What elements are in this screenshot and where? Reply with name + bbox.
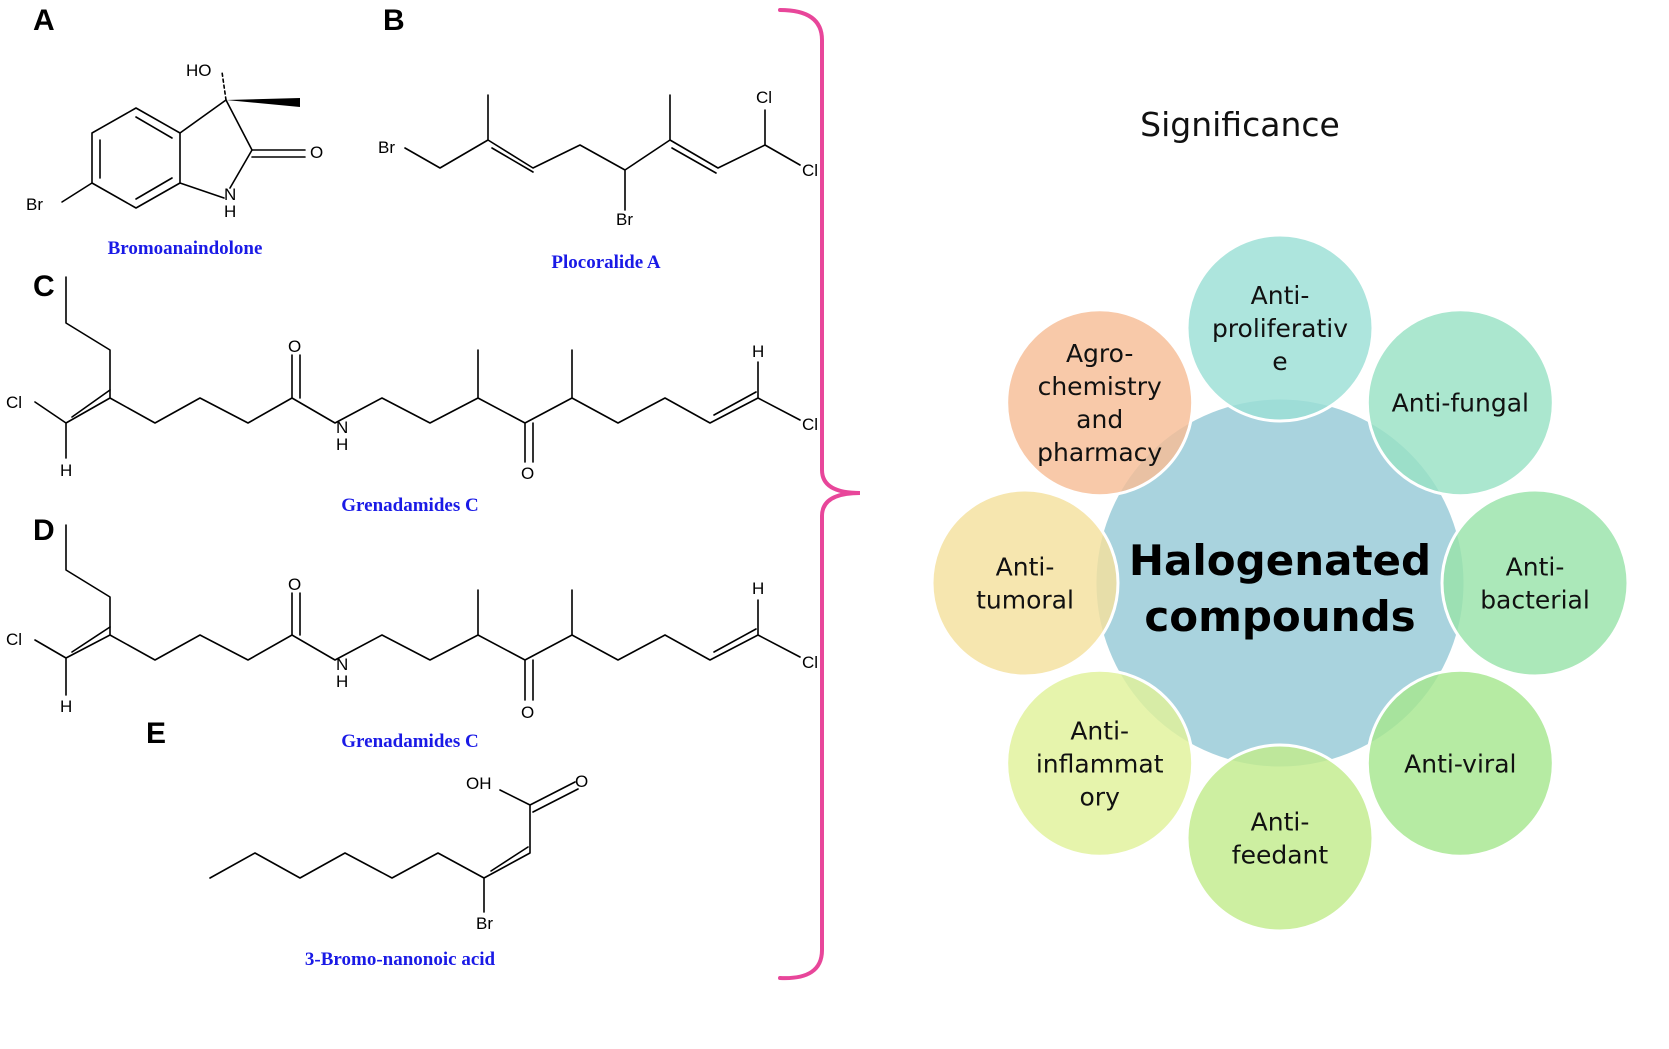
compound-name-c: Grenadamides C (341, 495, 478, 516)
atom-nh: H (336, 435, 348, 454)
significance-item-2: Anti-bacterial (1440, 488, 1630, 678)
center-label-line1: Halogenated (1129, 536, 1431, 585)
atom-br2: Br (616, 210, 633, 229)
significance-diagram: Anti-proliferativeAnti-fungalAnti-bacter… (930, 233, 1630, 933)
significance-label: bacterial (1480, 586, 1590, 615)
significance-item-6: Anti-tumoral (930, 488, 1120, 678)
significance-item-4: Anti-feedant (1185, 743, 1375, 933)
significance-circle (1005, 668, 1195, 858)
atom-oh: OH (466, 774, 492, 793)
significance-circle (1365, 308, 1555, 498)
atom-cl2: Cl (802, 415, 818, 434)
atom-h2: H (752, 342, 764, 361)
significance-label: Anti- (1070, 716, 1129, 745)
significance-label: Anti- (1251, 281, 1310, 310)
compound-name-a: Bromoanaindolone (108, 238, 263, 259)
atom-nh: H (336, 672, 348, 691)
wedge-bond (226, 98, 300, 107)
atom-h1: H (60, 697, 72, 716)
significance-label: Anti-fungal (1392, 389, 1529, 418)
atom-br: Br (26, 195, 43, 214)
curly-bracket (778, 8, 861, 981)
significance-item-0: Anti-proliferativ e (1185, 233, 1375, 423)
significance-label: tumoral (976, 586, 1074, 615)
panel-letter-e: E (146, 717, 166, 750)
compound-name-e: 3-Bromo-nanonoic acid (305, 949, 496, 970)
significance-label: Anti- (996, 553, 1055, 582)
atom-n: N (336, 418, 348, 437)
structure-a: A HO O N H Br Bromoanaindolone (26, 4, 323, 259)
structure-b: B Br Br Cl Cl Plocoralide A (378, 4, 818, 273)
atom-cl2: Cl (802, 653, 818, 672)
compound-name-b: Plocoralide A (551, 252, 661, 273)
significance-circle (1440, 488, 1630, 678)
atom-cl1: Cl (756, 88, 772, 107)
atom-o2: O (521, 703, 534, 722)
diagram-title: Significance (1140, 105, 1340, 144)
significance-circle (930, 488, 1120, 678)
atom-h2: H (752, 579, 764, 598)
significance-label: pharmacy (1037, 438, 1162, 467)
significance-circle (1365, 668, 1555, 858)
atom-n: N (336, 655, 348, 674)
atom-o2: O (521, 464, 534, 483)
atom-h: H (224, 202, 236, 221)
significance-item-1: Anti-fungal (1365, 308, 1555, 498)
significance-circle (1005, 308, 1195, 498)
significance-label: e (1272, 347, 1287, 376)
atom-cl1: Cl (6, 630, 22, 649)
center-label-line2: compounds (1144, 592, 1415, 641)
atom-h1: H (60, 461, 72, 480)
significance-label: ory (1080, 782, 1121, 811)
structure-e: E OH O Br 3-Bromo-nanonoic acid (146, 717, 588, 970)
atom-o1: O (288, 337, 301, 356)
atom-o: O (310, 143, 323, 162)
significance-circle (1185, 743, 1375, 933)
atom-n: N (224, 185, 236, 204)
atom-br: Br (476, 914, 493, 933)
significance-label: feedant (1232, 841, 1329, 870)
significance-item-7: Agro-chemistry and pharmacy (1005, 308, 1195, 498)
compound-name-d: Grenadamides C (341, 731, 478, 752)
atom-cl2: Cl (802, 161, 818, 180)
atom-o: O (575, 772, 588, 791)
atom-br1: Br (378, 138, 395, 157)
significance-label: proliferativ (1212, 314, 1348, 343)
significance-circle (1185, 233, 1375, 423)
panel-letter-a: A (33, 4, 55, 37)
panel-letter-d: D (33, 514, 55, 547)
structure-d: D Cl H O N H O H Cl Grenadamides C (6, 514, 818, 752)
significance-item-3: Anti-viral (1365, 668, 1555, 858)
significance-item-5: Anti-inflammat ory (1005, 668, 1195, 858)
significance-label: Agro- (1066, 339, 1133, 368)
significance-label: Anti- (1251, 808, 1310, 837)
significance-label: and (1076, 405, 1123, 434)
significance-label: Anti- (1506, 553, 1565, 582)
panel-letter-b: B (383, 4, 405, 37)
panel-letter-c: C (33, 270, 55, 303)
significance-label: inflammat (1036, 749, 1164, 778)
atom-cl1: Cl (6, 393, 22, 412)
atom-o1: O (288, 575, 301, 594)
structure-c: C Cl H O N H O H Cl Grenadamides C (6, 270, 818, 516)
atom-ho: HO (186, 61, 212, 80)
significance-label: chemistry (1038, 372, 1162, 401)
significance-label: Anti-viral (1404, 749, 1516, 778)
